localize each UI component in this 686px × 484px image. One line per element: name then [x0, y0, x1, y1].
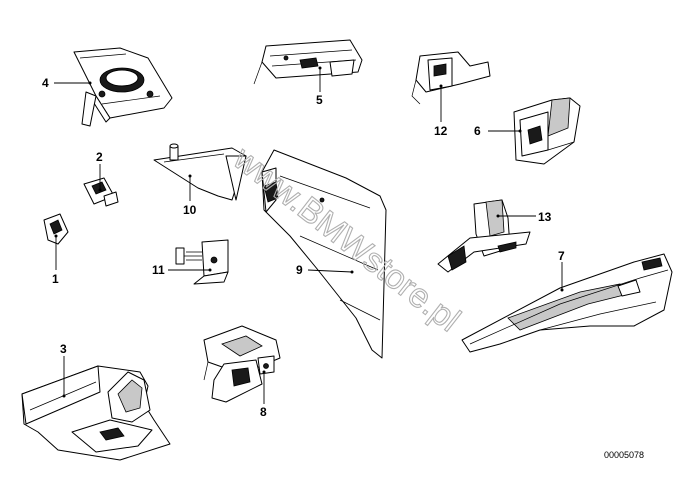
part-7-rail	[461, 253, 673, 353]
callout-1: 1	[52, 272, 59, 286]
part-5-bracket	[253, 39, 363, 85]
callout-7: 7	[558, 249, 565, 263]
part-13-bracket	[437, 199, 531, 273]
leader-lines	[54, 66, 564, 404]
part-12-bracket	[411, 51, 491, 105]
callout-10: 10	[183, 203, 197, 217]
callout-2: 2	[96, 150, 103, 164]
part-1-clip	[43, 213, 69, 245]
callout-8: 8	[260, 405, 267, 419]
part-8-mount	[203, 325, 281, 403]
part-11-screw	[175, 239, 229, 285]
callout-labels: 4 5 12 6 2 10 13 1 11 9 7 3 8	[42, 76, 565, 419]
document-number: 00005078	[604, 450, 644, 460]
callout-12: 12	[434, 124, 448, 138]
callout-9: 9	[296, 263, 303, 277]
part-3-floor-bracket	[21, 365, 171, 461]
callout-11: 11	[152, 263, 165, 277]
part-10-plate	[153, 143, 247, 201]
callout-13: 13	[538, 210, 552, 224]
part-2-clip	[83, 177, 119, 207]
callout-3: 3	[60, 342, 67, 356]
part-6-bracket	[513, 97, 581, 165]
callout-4: 4	[42, 76, 49, 90]
callout-5: 5	[316, 93, 323, 107]
part-4-plate	[73, 47, 173, 127]
callout-6: 6	[474, 124, 481, 138]
part-9-panel	[261, 149, 387, 359]
watermark: www.BMWstore.pl	[226, 139, 468, 339]
